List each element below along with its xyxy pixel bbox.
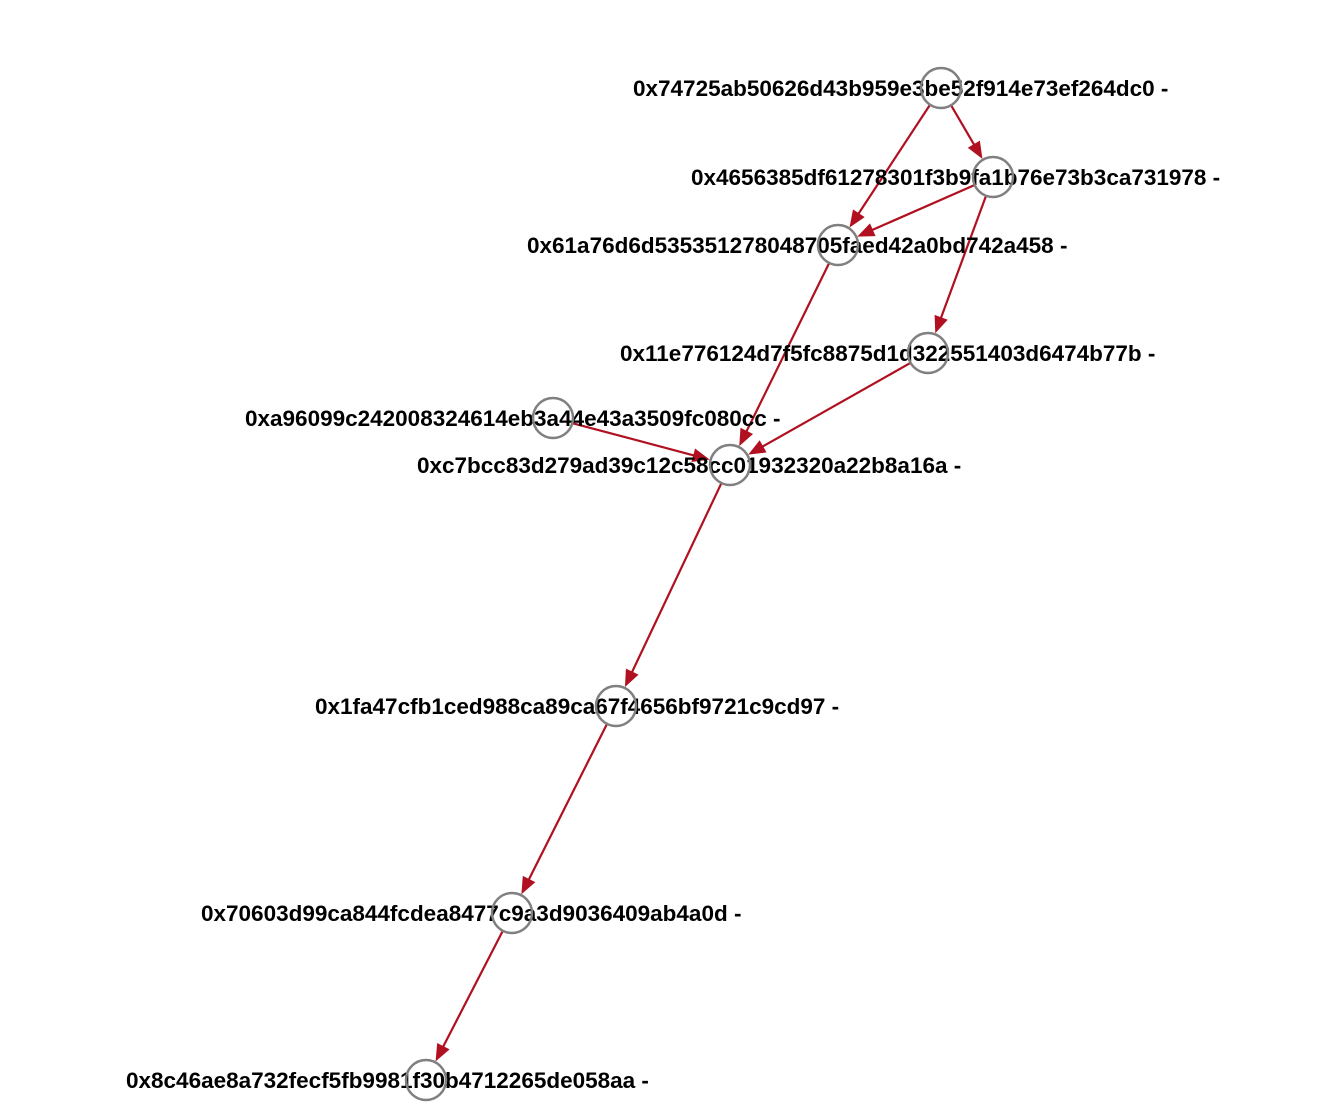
- node-circle[interactable]: [919, 66, 963, 110]
- edge-arrowhead-n1-n3: [849, 209, 865, 228]
- edge-arrowhead-n6-n7: [624, 668, 639, 688]
- graph-node[interactable]: 0x8c46ae8a732fecf5fb9981f30b4712265de058…: [126, 1058, 649, 1102]
- edge-n2-n3: [870, 184, 976, 232]
- edge-n3-n6: [744, 262, 831, 434]
- graph-node[interactable]: 0xc7bcc83d279ad39c12c58cc01932320a22b8a1…: [417, 443, 961, 487]
- node-label: 0x11e776124d7f5fc8875d1d322551403d6474b7…: [620, 341, 1155, 366]
- graph-node[interactable]: 0x61a76d6d535351278048705faed42a0bd742a4…: [527, 223, 1067, 267]
- edge-n4-n6: [760, 361, 912, 449]
- node-circle[interactable]: [594, 684, 638, 728]
- node-circle[interactable]: [531, 396, 575, 440]
- node-label: 0x8c46ae8a732fecf5fb9981f30b4712265de058…: [126, 1068, 649, 1093]
- node-circle[interactable]: [708, 443, 752, 487]
- node-label: 0x70603d99ca844fcdea8477c9a3d9036409ab4a…: [201, 901, 741, 926]
- edge-arrowhead-n1-n2: [967, 140, 983, 159]
- graph-node[interactable]: 0xa96099c242008324614eb3a44e43a3509fc080…: [245, 396, 781, 440]
- graph-node[interactable]: 0x74725ab50626d43b959e3be52f914e73ef264d…: [633, 66, 1168, 110]
- graph-node[interactable]: 0x4656385df61278301f3b9fa1b76e73b3ca7319…: [691, 155, 1220, 199]
- node-label: 0x1fa47cfb1ced988ca89ca67f4656bf9721c9cd…: [315, 694, 839, 719]
- edge-n6-n7: [630, 482, 723, 674]
- node-label: 0xa96099c242008324614eb3a44e43a3509fc080…: [245, 406, 781, 431]
- edge-arrowhead-n5-n6: [691, 448, 710, 463]
- node-label: 0x74725ab50626d43b959e3be52f914e73ef264d…: [633, 76, 1168, 101]
- node-label: 0xc7bcc83d279ad39c12c58cc01932320a22b8a1…: [417, 453, 961, 478]
- node-circle[interactable]: [404, 1058, 448, 1102]
- edge-arrowhead-n3-n6: [739, 427, 754, 447]
- edge-n1-n2: [950, 104, 976, 147]
- node-label: 0x61a76d6d535351278048705faed42a0bd742a4…: [527, 233, 1067, 258]
- graph-node[interactable]: 0x11e776124d7f5fc8875d1d322551403d6474b7…: [620, 331, 1155, 375]
- graph-node[interactable]: 0x1fa47cfb1ced988ca89ca67f4656bf9721c9cd…: [315, 684, 839, 728]
- edge-n2-n4: [939, 195, 988, 320]
- edge-arrowhead-n7-n8: [521, 875, 536, 895]
- node-circle[interactable]: [490, 891, 534, 935]
- edge-arrowhead-n2-n3: [857, 223, 876, 237]
- node-label: 0x4656385df61278301f3b9fa1b76e73b3ca7319…: [691, 165, 1220, 190]
- node-circle[interactable]: [816, 223, 860, 267]
- edge-n1-n3: [856, 104, 931, 216]
- edges-layer: [435, 104, 988, 1062]
- graph-node[interactable]: 0x70603d99ca844fcdea8477c9a3d9036409ab4a…: [201, 891, 741, 935]
- node-circle[interactable]: [906, 331, 950, 375]
- node-circle[interactable]: [971, 155, 1015, 199]
- edge-n8-n9: [441, 930, 504, 1049]
- edge-n7-n8: [527, 723, 609, 882]
- edge-arrowhead-n2-n4: [934, 314, 948, 334]
- edge-n5-n6: [572, 422, 696, 457]
- edge-arrowhead-n4-n6: [748, 440, 767, 455]
- nodes-layer: 0x74725ab50626d43b959e3be52f914e73ef264d…: [126, 66, 1220, 1102]
- edge-arrowhead-n8-n9: [435, 1043, 450, 1062]
